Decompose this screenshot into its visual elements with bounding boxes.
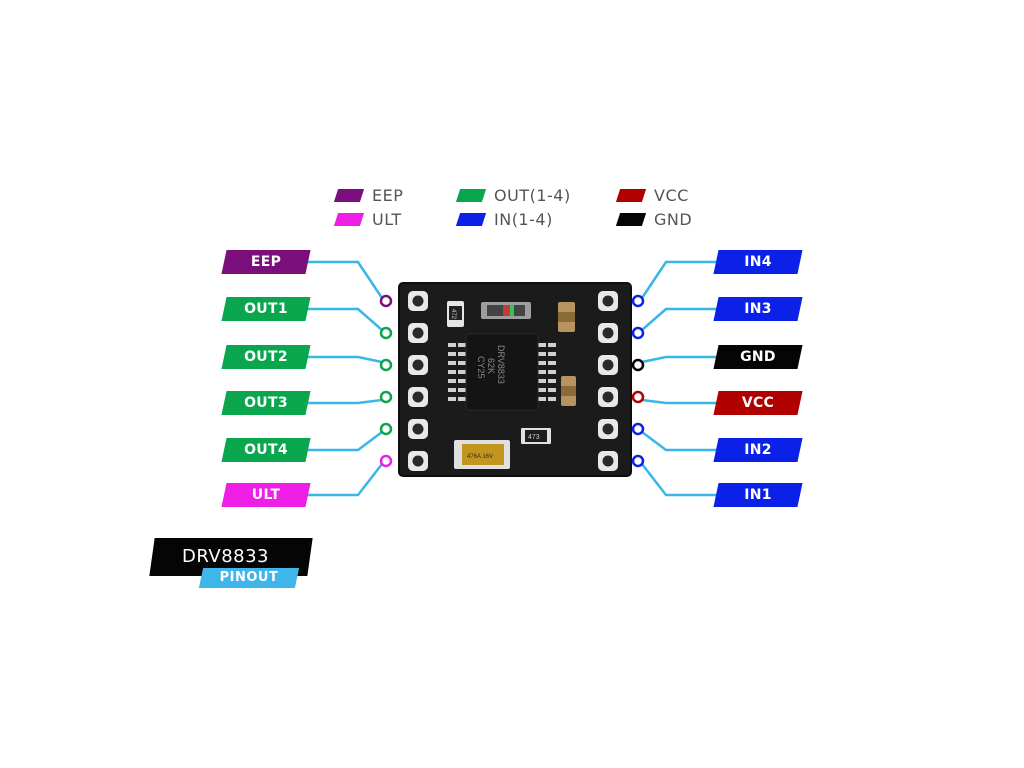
legend-item: VCC	[615, 184, 689, 206]
wire	[305, 355, 383, 364]
pin-label-text: IN1	[744, 487, 772, 503]
pin-label-text: GND	[740, 349, 776, 365]
legend-swatch	[333, 212, 365, 226]
header-hole	[412, 327, 424, 339]
wire	[641, 307, 719, 331]
pin-label-gnd: GND	[713, 345, 803, 369]
capacitor-marking: 476A 16V	[467, 454, 493, 460]
pin-label-text: OUT4	[244, 442, 288, 458]
pin-label-in2: IN2	[713, 438, 803, 462]
legend-label: IN(1-4)	[494, 209, 553, 229]
pin-label-text: ULT	[251, 487, 281, 503]
resistor-top-marking: 472	[450, 309, 456, 320]
wires	[305, 260, 719, 497]
header-hole	[602, 327, 614, 339]
resistor-bottom-marking: 473	[528, 434, 540, 441]
wire	[641, 463, 719, 497]
legend-item: ULT	[333, 208, 402, 230]
header-hole	[412, 423, 424, 435]
legend-label: EEP	[372, 185, 404, 205]
pin-dot	[379, 294, 393, 308]
wire	[641, 431, 719, 452]
chip-marking-1: DRV8833	[496, 345, 506, 384]
pin-label-out1: OUT1	[221, 297, 311, 321]
pin-label-out2: OUT2	[221, 345, 311, 369]
pin-label-text: IN4	[744, 254, 772, 270]
legend-label: OUT(1-4)	[494, 185, 571, 205]
header-hole	[412, 359, 424, 371]
pin-dot	[379, 390, 393, 404]
legend-swatch	[455, 212, 487, 226]
wire	[641, 355, 719, 364]
header-hole	[602, 455, 614, 467]
header-hole	[602, 359, 614, 371]
pin-label-text: IN2	[744, 442, 772, 458]
legend-label: VCC	[654, 185, 689, 205]
pin-label-text: OUT1	[244, 301, 288, 317]
title-text: DRV8833	[182, 546, 270, 567]
header-pads	[408, 291, 618, 471]
pin-label-in3: IN3	[713, 297, 803, 321]
pin-dot	[631, 422, 645, 436]
wire	[305, 307, 383, 331]
wire	[641, 398, 719, 405]
pin-label-text: EEP	[250, 254, 282, 270]
legend-item: IN(1-4)	[455, 208, 553, 230]
wire	[305, 431, 383, 452]
subtitle-text: PINOUT	[219, 570, 279, 585]
pin-label-out3: OUT3	[221, 391, 311, 415]
pin-label-ult: ULT	[221, 483, 311, 507]
pin-label-text: VCC	[741, 395, 775, 411]
pin-dot	[379, 454, 393, 468]
pin-dot	[631, 390, 645, 404]
legend-item: GND	[615, 208, 693, 230]
header-hole	[602, 391, 614, 403]
pin-dot	[379, 326, 393, 340]
pin-dot	[631, 294, 645, 308]
pin-label-text: IN3	[744, 301, 772, 317]
pin-label-in1: IN1	[713, 483, 803, 507]
header-hole	[412, 455, 424, 467]
chip-marking-3: CY25	[476, 356, 486, 379]
title-badge: DRV8833	[149, 538, 313, 576]
legend-label: ULT	[372, 209, 402, 229]
pin-dot	[631, 358, 645, 372]
pin-label-eep: EEP	[221, 250, 311, 274]
legend-item: OUT(1-4)	[455, 184, 571, 206]
pin-label-text: OUT3	[244, 395, 288, 411]
wire	[305, 398, 383, 405]
pin-dot	[379, 358, 393, 372]
chip-marking-2: 62K	[486, 358, 496, 374]
pin-dot	[631, 454, 645, 468]
legend-swatch	[455, 188, 487, 202]
legend-item: EEP	[333, 184, 404, 206]
header-hole	[412, 391, 424, 403]
connection-dots	[379, 294, 645, 468]
pin-label-in4: IN4	[713, 250, 803, 274]
legend-swatch	[615, 188, 647, 202]
subtitle-badge: PINOUT	[198, 568, 300, 588]
wire	[640, 260, 719, 299]
pin-dot	[379, 422, 393, 436]
header-hole	[602, 295, 614, 307]
legend-label: GND	[654, 209, 693, 229]
pin-label-out4: OUT4	[221, 438, 311, 462]
driver-chip: DRV8833 62K CY25	[448, 333, 556, 411]
pin-label-vcc: VCC	[713, 391, 803, 415]
pin-label-text: OUT2	[244, 349, 288, 365]
header-hole	[602, 423, 614, 435]
pin-dot	[631, 326, 645, 340]
wire	[305, 463, 383, 497]
wire	[305, 260, 384, 299]
header-hole	[412, 295, 424, 307]
pcb-board: DRV8833 62K CY25 476A 16V 473 472	[398, 282, 632, 477]
legend-swatch	[615, 212, 647, 226]
legend-swatch	[333, 188, 365, 202]
